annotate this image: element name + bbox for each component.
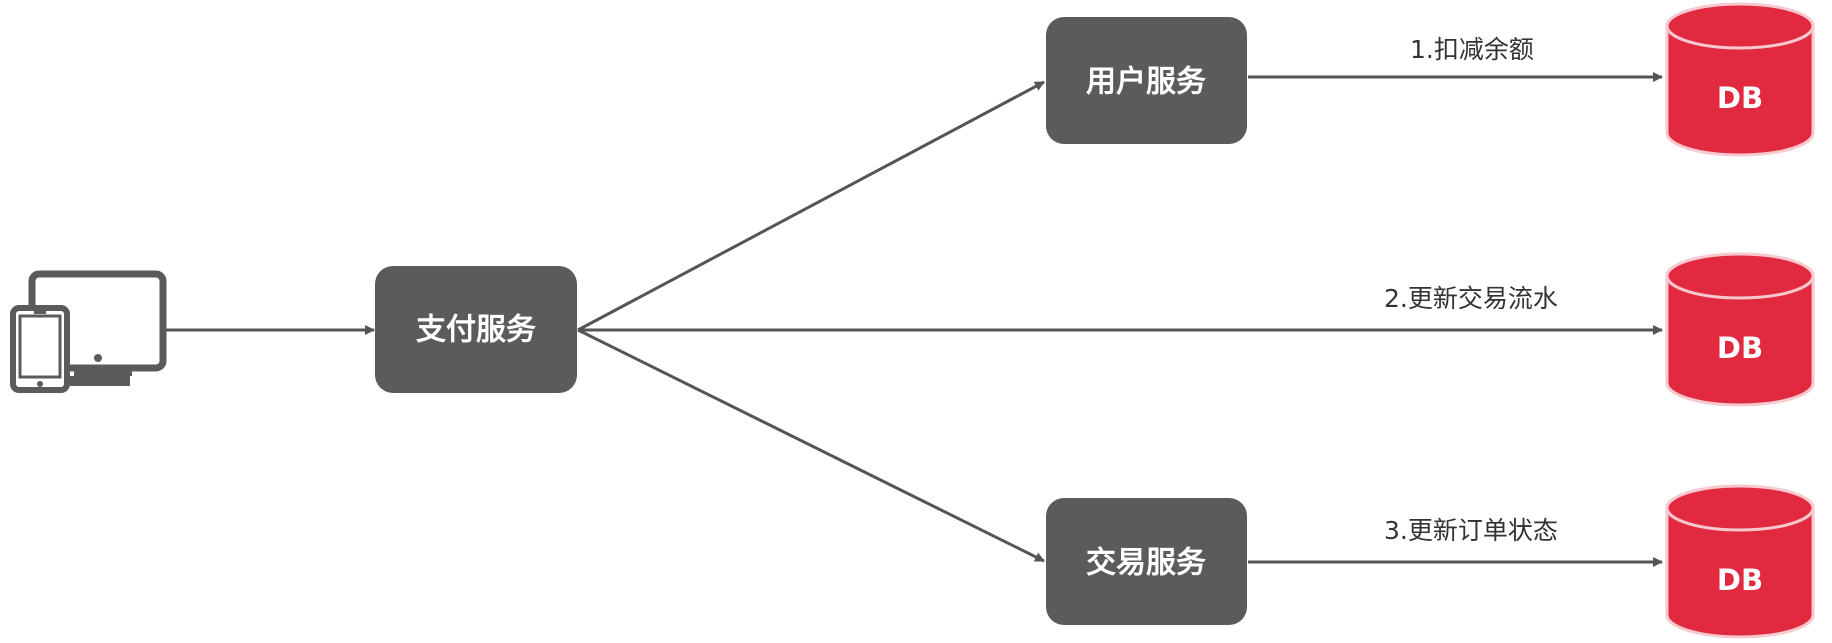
- edge-label-update-flow: 2.更新交易流水: [1384, 284, 1558, 313]
- payment-service-node: 支付服务: [375, 266, 577, 393]
- trade-service-label: 交易服务: [1086, 546, 1206, 581]
- payment-service-label: 支付服务: [416, 313, 536, 348]
- database-icon-3: DB: [1665, 484, 1815, 639]
- arrow-payment-to-trade: [577, 328, 1045, 563]
- edge-label-deduct-balance: 1.扣减余额: [1410, 35, 1534, 64]
- trade-service-node: 交易服务: [1046, 498, 1247, 625]
- user-service-label: 用户服务: [1086, 65, 1206, 100]
- edge-label-update-order: 3.更新订单状态: [1384, 516, 1558, 545]
- database-label-2: DB: [1717, 331, 1763, 365]
- arrow-payment-to-user: [577, 80, 1045, 332]
- database-label-3: DB: [1717, 563, 1763, 597]
- user-service-node: 用户服务: [1046, 17, 1247, 144]
- database-icon-2: DB: [1665, 252, 1815, 407]
- database-label-1: DB: [1717, 81, 1763, 115]
- database-icon-1: DB: [1665, 2, 1815, 157]
- devices-icon: [10, 270, 167, 393]
